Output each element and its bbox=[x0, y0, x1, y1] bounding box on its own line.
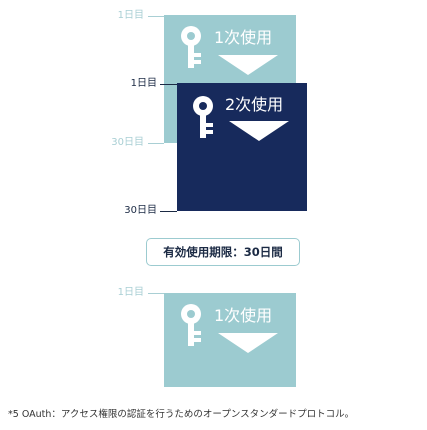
down-arrow-icon bbox=[218, 333, 278, 353]
tick-line bbox=[160, 211, 177, 212]
token-label: 1次使用 bbox=[214, 28, 273, 47]
first-use-start-label: 1日目 bbox=[117, 10, 144, 21]
down-arrow-icon bbox=[218, 55, 278, 75]
tick-line bbox=[148, 143, 164, 144]
second-use-end-label: 30日目 bbox=[124, 205, 157, 216]
tick-line bbox=[148, 16, 164, 17]
down-arrow-icon bbox=[229, 121, 289, 141]
second-use-start-label: 1日目 bbox=[130, 78, 157, 89]
validity-period-box: 有効使用期限：30日間 bbox=[146, 238, 300, 266]
token-label: 1次使用 bbox=[214, 306, 273, 325]
first-use-end-label: 30日目 bbox=[111, 137, 144, 148]
key-icon bbox=[193, 96, 213, 138]
key-icon bbox=[181, 304, 201, 346]
tick-line bbox=[160, 84, 177, 85]
validity-period-text: 有効使用期限：30日間 bbox=[163, 245, 283, 259]
bottom-start-label: 1日目 bbox=[117, 287, 144, 298]
token-label: 2次使用 bbox=[225, 95, 284, 114]
footnote: *5 OAuth：アクセス権限の認証を行うためのオープンスタンダードプロトコル。 bbox=[8, 409, 355, 420]
token-block-second-use: 2次使用 bbox=[177, 83, 307, 211]
token-block-first-use-bottom: 1次使用 bbox=[164, 293, 296, 387]
tick-line bbox=[148, 293, 164, 294]
key-icon bbox=[181, 26, 201, 68]
